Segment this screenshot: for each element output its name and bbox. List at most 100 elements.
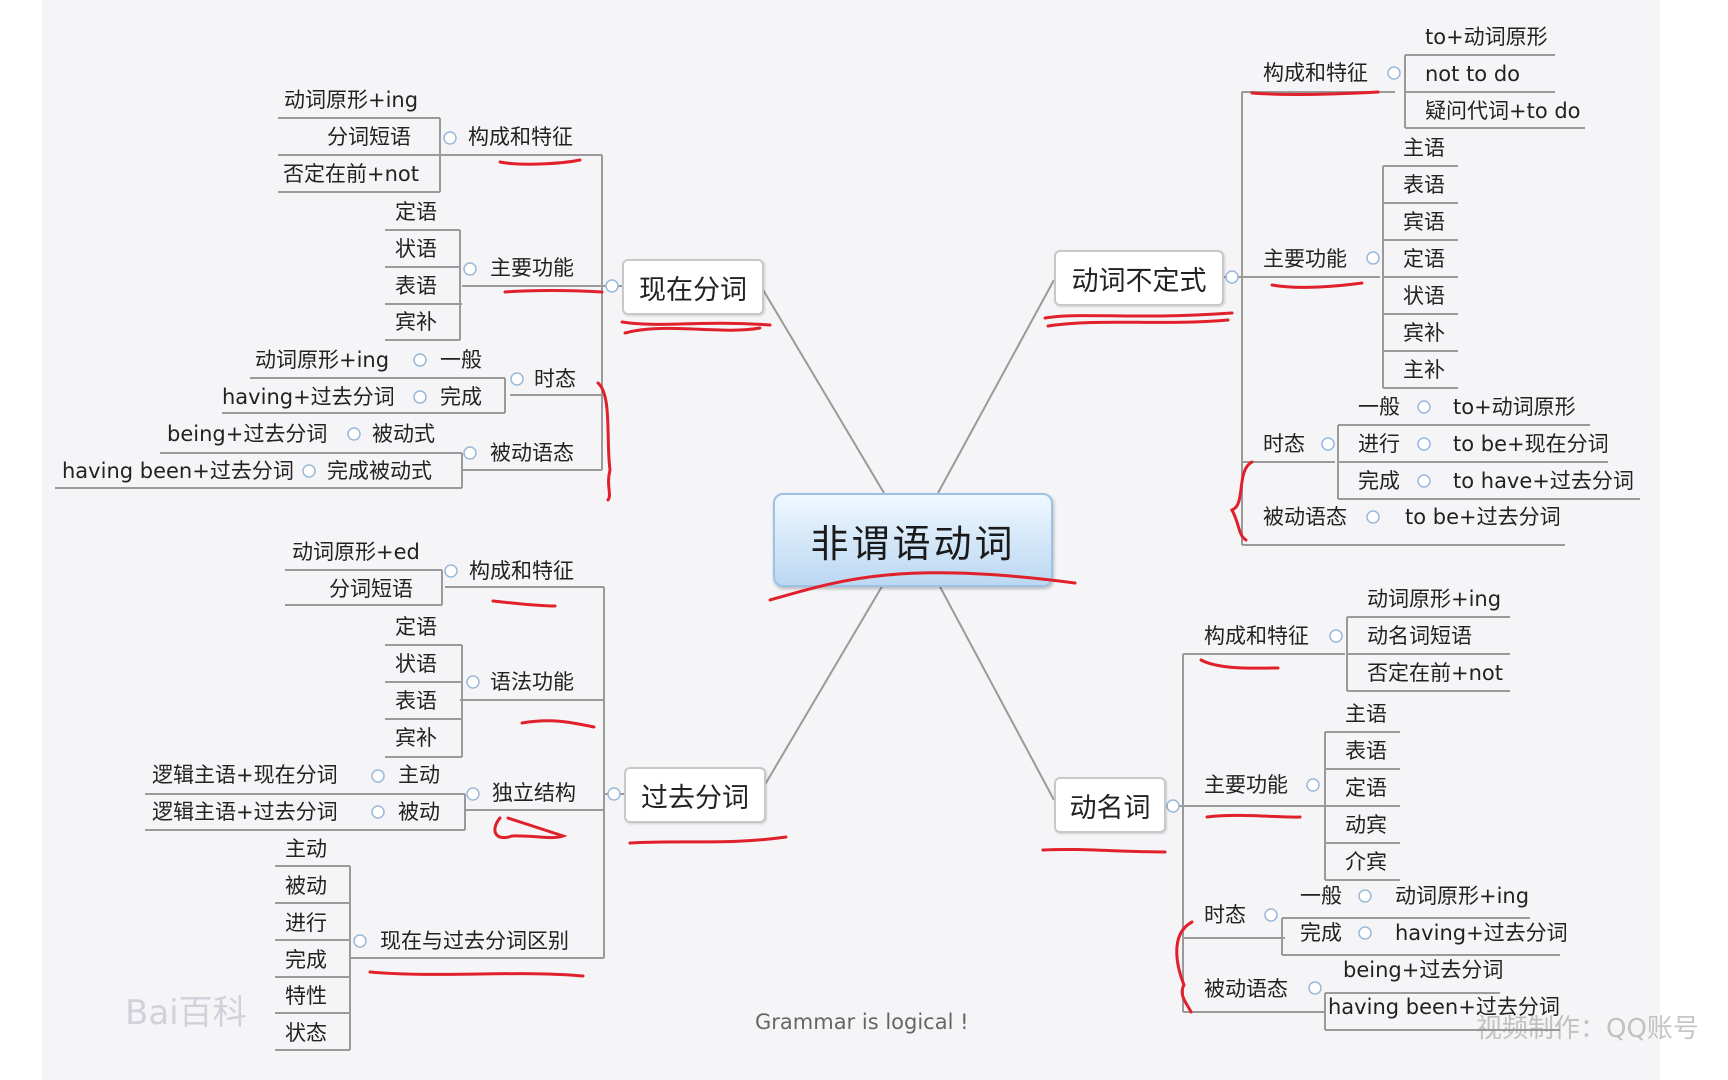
gerund-form-item[interactable]: 动词原形+ing <box>1367 587 1502 611</box>
infinitive-tense-name[interactable]: 进行 <box>1358 432 1400 456</box>
present-topic-functions[interactable]: 主要功能 <box>490 256 574 280</box>
past-compare-item[interactable]: 被动 <box>285 874 327 898</box>
past-topic-functions[interactable]: 语法功能 <box>490 670 574 694</box>
gerund-topic-functions[interactable]: 主要功能 <box>1204 773 1288 797</box>
baidu-watermark: Bai百科 <box>125 993 247 1033</box>
gerund-passive-form[interactable]: being+过去分词 <box>1343 958 1504 982</box>
past-form-item[interactable]: 分词短语 <box>329 577 413 601</box>
gerund-function-item[interactable]: 表语 <box>1345 739 1387 763</box>
gerund-form-item[interactable]: 否定在前+not <box>1367 661 1503 685</box>
gerund-form-item[interactable]: 动名词短语 <box>1367 624 1472 648</box>
present-topic-tense[interactable]: 时态 <box>534 367 576 391</box>
gerund-function-item[interactable]: 定语 <box>1345 776 1387 800</box>
past-compare-item[interactable]: 进行 <box>285 911 327 935</box>
gerund-function-item[interactable]: 动宾 <box>1345 813 1387 837</box>
gerund-tense-name[interactable]: 一般 <box>1300 884 1342 908</box>
present-passive-name[interactable]: 完成被动式 <box>327 459 432 483</box>
infinitive-form-item[interactable]: not to do <box>1425 62 1521 86</box>
present-passive-form[interactable]: being+过去分词 <box>167 422 328 446</box>
present-tense-name[interactable]: 一般 <box>440 348 482 372</box>
infinitive-function-item[interactable]: 宾补 <box>1403 321 1445 345</box>
present-topic-passive[interactable]: 被动语态 <box>490 441 574 465</box>
gerund-tense-name[interactable]: 完成 <box>1300 921 1342 945</box>
past-absolute-name[interactable]: 被动 <box>398 800 440 824</box>
gerund-tense-form[interactable]: having+过去分词 <box>1395 921 1568 945</box>
present-form-item[interactable]: 分词短语 <box>327 125 411 149</box>
infinitive-tense-form[interactable]: to be+现在分词 <box>1453 432 1609 456</box>
past-topic-absolute[interactable]: 独立结构 <box>492 781 576 805</box>
gerund-topic-form[interactable]: 构成和特征 <box>1204 624 1309 648</box>
past-compare-item[interactable]: 状态 <box>285 1021 327 1045</box>
infinitive-topic-tense[interactable]: 时态 <box>1263 432 1305 456</box>
present-tense-name[interactable]: 完成 <box>440 385 482 409</box>
past-absolute-form[interactable]: 逻辑主语+过去分词 <box>152 800 338 824</box>
infinitive-tense-form[interactable]: to+动词原形 <box>1453 395 1576 419</box>
past-compare-item[interactable]: 主动 <box>285 837 327 861</box>
present-function-item[interactable]: 表语 <box>395 274 437 298</box>
infinitive-tense-form[interactable]: to have+过去分词 <box>1453 469 1634 493</box>
infinitive-function-item[interactable]: 主语 <box>1403 136 1445 160</box>
infinitive-function-item[interactable]: 表语 <box>1403 173 1445 197</box>
gerund-tense-form[interactable]: 动词原形+ing <box>1395 884 1530 908</box>
gerund-function-item[interactable]: 主语 <box>1345 702 1387 726</box>
central-topic[interactable]: 非谓语动词 <box>773 493 1053 587</box>
past-function-item[interactable]: 宾补 <box>395 726 437 750</box>
red-underline <box>768 571 1077 602</box>
present-form-item[interactable]: 否定在前+not <box>283 162 419 186</box>
branch-gerund[interactable]: 动名词 <box>1054 777 1166 833</box>
infinitive-function-item[interactable]: 状语 <box>1403 284 1445 308</box>
past-absolute-name[interactable]: 主动 <box>398 763 440 787</box>
gerund-passive-form[interactable]: having been+过去分词 <box>1328 995 1560 1019</box>
past-compare-item[interactable]: 完成 <box>285 948 327 972</box>
present-function-item[interactable]: 状语 <box>395 237 437 261</box>
red-bracket <box>596 381 612 502</box>
present-function-item[interactable]: 定语 <box>395 200 437 224</box>
past-function-item[interactable]: 表语 <box>395 689 437 713</box>
red-underline <box>491 599 557 608</box>
branch-infinitive[interactable]: 动词不定式 <box>1054 250 1224 306</box>
infinitive-function-item[interactable]: 定语 <box>1403 247 1445 271</box>
infinitive-function-item[interactable]: 宾语 <box>1403 210 1445 234</box>
video-credit-watermark: 视频制作：QQ账号 <box>1476 1014 1699 1044</box>
red-underline <box>498 158 582 166</box>
present-form-item[interactable]: 动词原形+ing <box>284 88 419 112</box>
past-topic-compare[interactable]: 现在与过去分词区别 <box>380 929 569 953</box>
infinitive-form-item[interactable]: to+动词原形 <box>1425 25 1548 49</box>
branch-present-participle[interactable]: 现在分词 <box>622 259 764 315</box>
infinitive-topic-functions[interactable]: 主要功能 <box>1263 247 1347 271</box>
gerund-topic-passive[interactable]: 被动语态 <box>1204 977 1288 1001</box>
gerund-function-item[interactable]: 介宾 <box>1345 850 1387 874</box>
infinitive-form-item[interactable]: 疑问代词+to do <box>1425 99 1581 123</box>
present-passive-name[interactable]: 被动式 <box>372 422 435 446</box>
past-compare-item[interactable]: 特性 <box>285 984 327 1008</box>
red-underline <box>1205 813 1302 819</box>
infinitive-tense-name[interactable]: 完成 <box>1358 469 1400 493</box>
red-scribble <box>620 320 772 335</box>
infinitive-topic-form[interactable]: 构成和特征 <box>1263 61 1368 85</box>
past-absolute-form[interactable]: 逻辑主语+现在分词 <box>152 763 338 787</box>
past-function-item[interactable]: 状语 <box>395 652 437 676</box>
branch-past-participle[interactable]: 过去分词 <box>624 767 766 823</box>
past-form-item[interactable]: 动词原形+ed <box>292 540 420 564</box>
red-underline <box>1041 847 1167 854</box>
past-function-item[interactable]: 定语 <box>395 615 437 639</box>
infinitive-topic-passive[interactable]: 被动语态 <box>1263 505 1347 529</box>
present-topic-form[interactable]: 构成和特征 <box>468 125 573 149</box>
present-passive-form[interactable]: having been+过去分词 <box>62 459 294 483</box>
infinitive-tense-name[interactable]: 一般 <box>1358 395 1400 419</box>
red-underline <box>1199 658 1280 670</box>
present-tense-form[interactable]: having+过去分词 <box>222 385 395 409</box>
red-underline <box>368 970 585 978</box>
infinitive-passive-form[interactable]: to be+过去分词 <box>1405 505 1561 529</box>
infinitive-function-item[interactable]: 主补 <box>1403 358 1445 382</box>
red-scribble <box>1043 311 1234 328</box>
red-arrow-mark <box>493 816 568 840</box>
present-tense-form[interactable]: 动词原形+ing <box>255 348 390 372</box>
gerund-topic-tense[interactable]: 时态 <box>1204 903 1246 927</box>
past-topic-form[interactable]: 构成和特征 <box>469 559 574 583</box>
red-underline <box>628 835 788 845</box>
present-function-item[interactable]: 宾补 <box>395 310 437 334</box>
